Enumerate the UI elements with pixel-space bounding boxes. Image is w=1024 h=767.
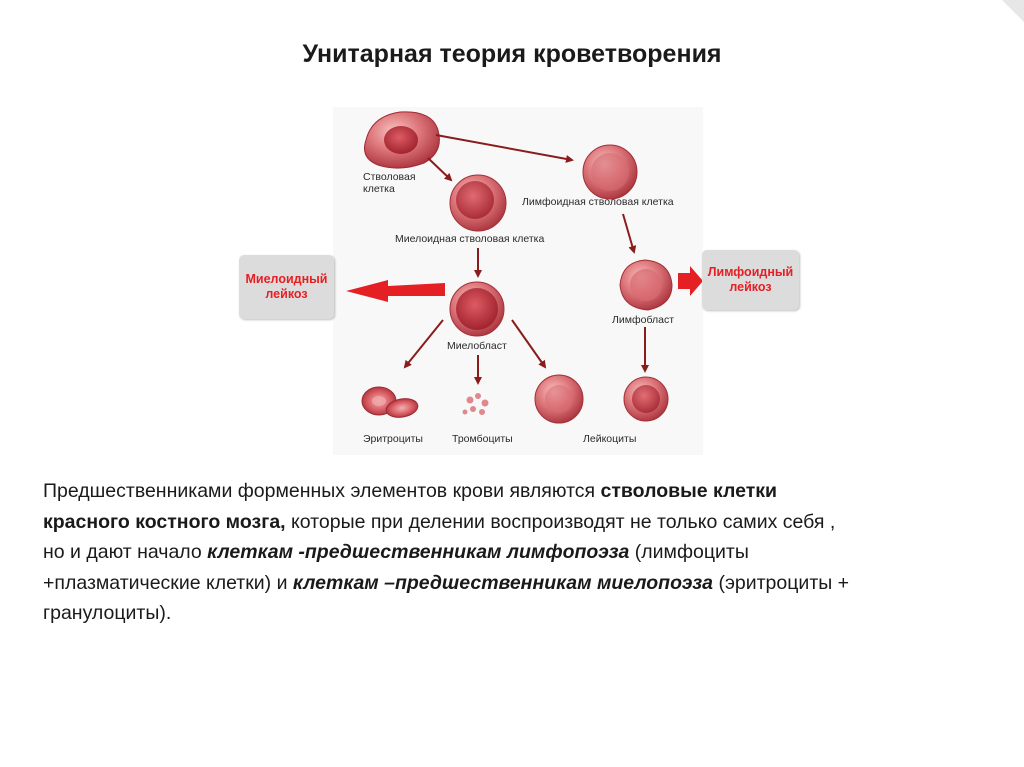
arrow-stem-to-myeloid [427,157,453,182]
lymphoid-stem-cell-icon [582,144,638,200]
label-myeloid-stem-cell: Миелоидная стволовая клетка [395,233,545,245]
arrow-myeloblast-to-leukocyte [511,319,547,369]
text-run-7: (лимфоциты [629,541,749,563]
slide-title: Унитарная теория кроветворения [302,40,722,68]
erythrocytes-icon [361,386,419,418]
label-myeloblast: Миелобласт [447,340,507,352]
myeloid-leukosis-box: Миелоидный лейкоз [239,255,334,319]
myeloblast-icon [449,281,505,337]
label-stem-cell-line1: Стволовая [363,171,416,183]
myeloid-leukosis-line1: Миелоидный [245,272,328,286]
label-stem-cell-line2: клетка [363,183,395,195]
label-thrombocytes: Тромбоциты [452,433,513,445]
myeloid-stem-cell-icon [449,174,507,232]
arrow-to-myeloid-leukosis [346,280,445,302]
lymphoid-leukosis-line2: лейкоз [729,280,772,294]
text-run-8: +плазматические клетки) и [43,571,293,594]
thrombocytes-icon [462,393,489,415]
arrow-to-lymphoid-leukosis [678,266,703,296]
text-run-3-bold: красного костного мозга, [43,510,286,533]
text-run-10: (эритроциты + [713,571,850,594]
arrow-myeloblast-to-erythrocytes [403,319,444,369]
page-corner-fold [1002,0,1024,22]
label-stem-cell: Стволовая клетка [363,171,416,195]
label-lymphoblast: Лимфобласт [612,314,675,326]
arrow-lymphoid-to-lymphoblast [622,213,637,254]
lymphoblast-icon [619,259,673,311]
text-run-1: Предшественниками форменных элементов кр… [43,480,601,502]
lymphoid-leukosis-box: Лимфоидный лейкоз [702,250,799,310]
lymphoid-leukosis-line1: Лимфоидный [707,265,794,279]
label-erythrocytes: Эритроциты [363,433,423,445]
text-run-9-bold-italic: клеткам –предшественникам миелопоэза [292,571,714,594]
text-run-4: которые при делении воспроизводят не тол… [285,510,836,533]
text-run-2-bold: стволовые клетки [600,480,778,502]
arrow-stem-to-lymphoid [435,134,574,163]
body-paragraph: Предшественниками форменных элементов кр… [43,476,1024,629]
leukocyte-small-icon [623,376,669,422]
label-lymphoid-stem-cell: Лимфоидная стволовая клетка [522,196,674,208]
myeloid-leukosis-line2: лейкоз [265,287,308,301]
text-run-5: но и дают начало [43,541,208,563]
leukocyte-large-icon [534,374,584,424]
text-run-11: гранулоциты). [43,602,172,624]
text-run-6-bold-italic: клеткам -предшественникам лимфопоэза [207,541,630,563]
label-leukocytes: Лейкоциты [583,433,637,445]
stem-cell-icon [364,111,440,169]
